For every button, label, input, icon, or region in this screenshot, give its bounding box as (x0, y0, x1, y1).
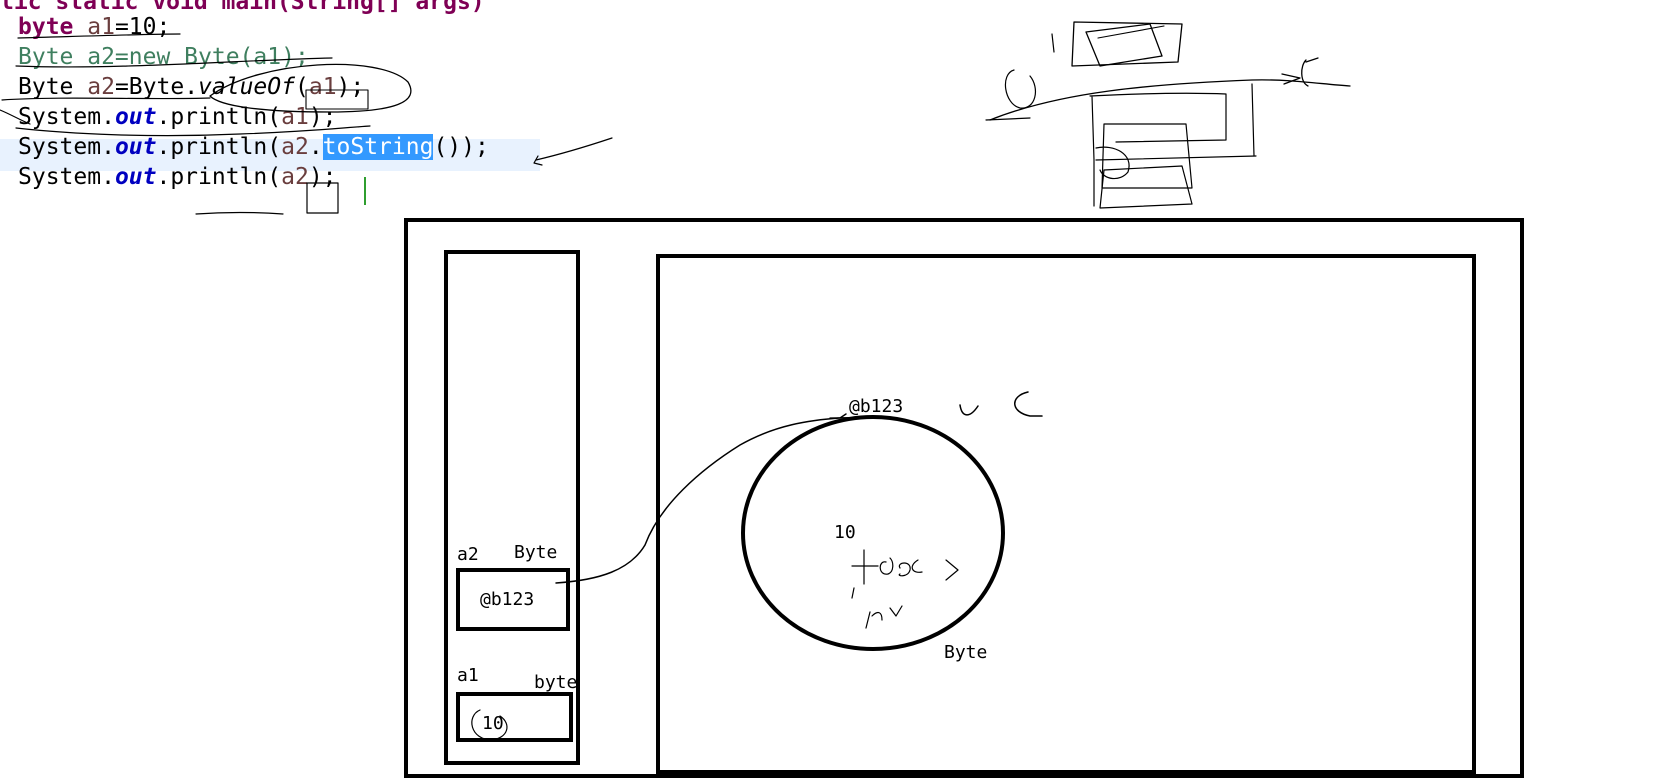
code-text: Byte (18, 74, 88, 100)
code-text: .println( (156, 164, 282, 190)
stack-a2-name: a2 (457, 544, 479, 565)
code-line-4[interactable]: System.out.println(a1); (18, 102, 337, 132)
var-a2: a2 (281, 134, 309, 160)
code-text: ( (294, 74, 309, 100)
code-text: System. (18, 134, 115, 160)
code-line-3[interactable]: Byte a2=Byte.valueOf(a1); (18, 72, 364, 102)
code-text: . (308, 134, 323, 160)
stack-a1-type: byte (534, 672, 578, 693)
var-a2: a2 (87, 74, 115, 100)
code-text: =10; (114, 14, 171, 40)
code-line-2-commented[interactable]: Byte a2=new Byte(a1); (18, 42, 309, 72)
code-text: ); (308, 104, 337, 130)
stack-a2-type: Byte (514, 542, 558, 563)
code-text: ); (336, 74, 365, 100)
var-a1: a1 (87, 14, 115, 40)
commented-code: Byte a2=new Byte(a1); (18, 44, 309, 70)
code-line-1[interactable]: byte a1=10; (18, 12, 170, 42)
static-field-out: out (114, 164, 157, 190)
stack-a1-value: 10 (482, 713, 504, 734)
stack-a1-name: a1 (457, 665, 479, 686)
method-valueof: valueOf (198, 74, 295, 100)
code-line-5[interactable]: System.out.println(a2.toString()); (18, 132, 489, 162)
code-line-6[interactable]: System.out.println(a2); (18, 162, 337, 192)
heap-area (656, 254, 1476, 774)
selected-text-tostring[interactable]: toString (322, 134, 434, 160)
code-text: lic static void main(String[] args) (0, 0, 485, 15)
static-field-out: out (114, 134, 157, 160)
var-a2: a2 (281, 164, 309, 190)
heap-object-type: Byte (944, 642, 988, 663)
text-caret (364, 177, 366, 205)
code-text: ); (308, 164, 337, 190)
code-text: .println( (156, 104, 282, 130)
stack-a2-cell (456, 568, 570, 631)
current-line-highlight (0, 139, 540, 171)
heap-object-address: @b123 (849, 396, 904, 417)
static-field-out: out (114, 104, 157, 130)
keyword-byte: byte (18, 14, 74, 40)
stack-a1-cell (456, 692, 573, 742)
code-text: .println( (156, 134, 282, 160)
var-a1: a1 (281, 104, 309, 130)
code-text: =Byte. (114, 74, 199, 100)
heap-object-value: 10 (834, 522, 856, 543)
var-a1: a1 (308, 74, 337, 100)
code-line-method-signature[interactable]: lic static void main(String[] args) (0, 0, 485, 17)
code-text: ()); (433, 134, 489, 160)
code-text: System. (18, 104, 115, 130)
code-text: System. (18, 164, 115, 190)
stack-a2-value: @b123 (480, 589, 535, 610)
